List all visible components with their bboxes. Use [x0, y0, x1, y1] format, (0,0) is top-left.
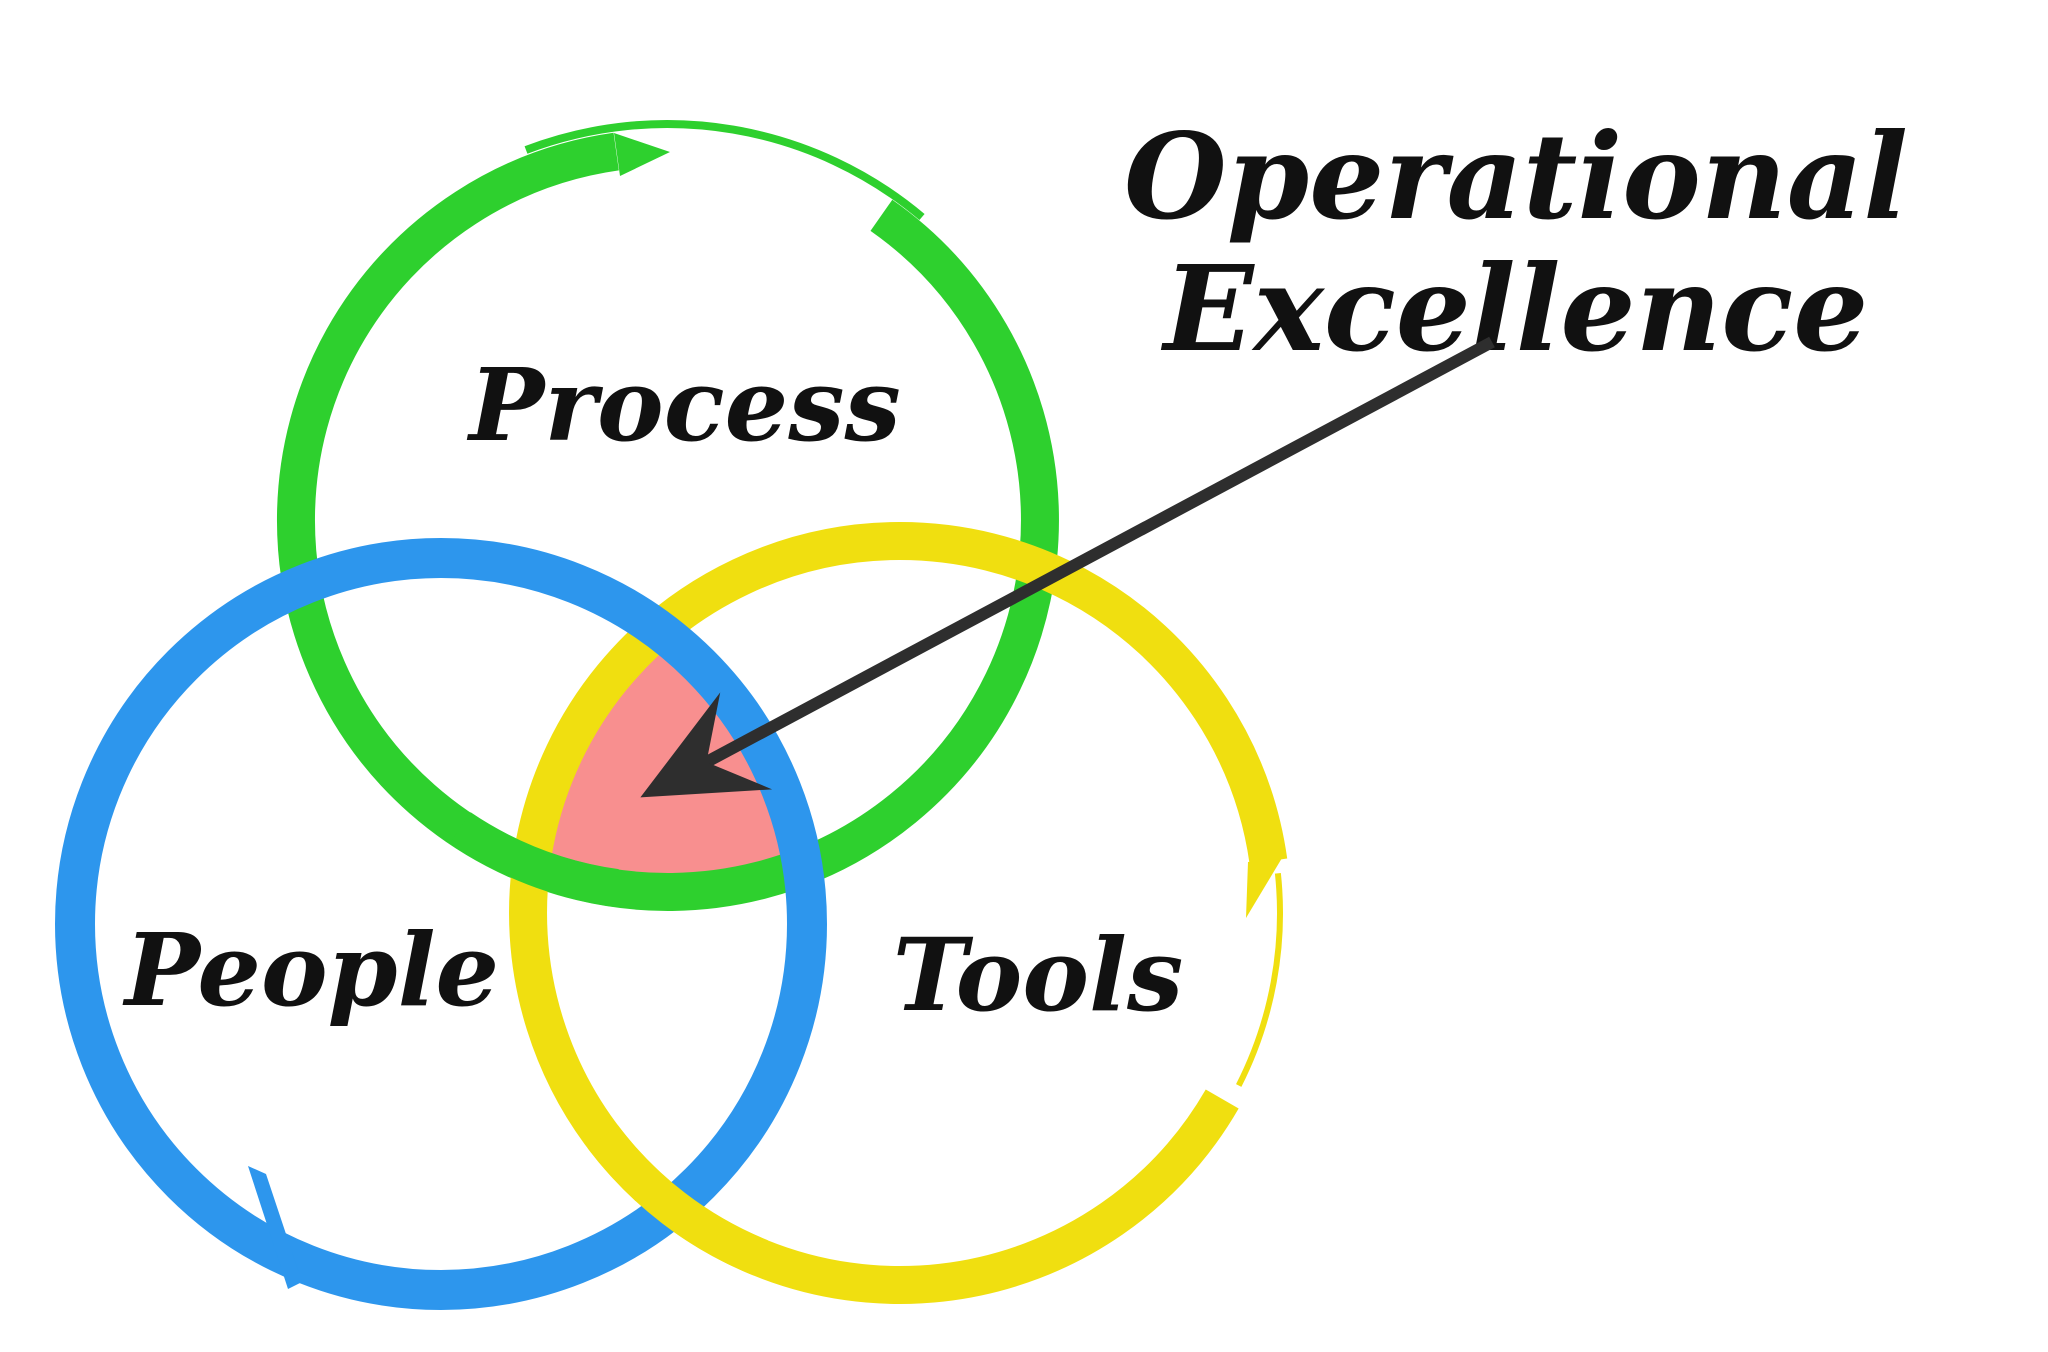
process-over-tools-overlap-segment: [449, 812, 619, 907]
tools-label: Tools: [893, 916, 1184, 1034]
tools-circle: [509, 522, 1288, 1304]
tools-circle-brush-flick: [1246, 858, 1282, 918]
process-label: Process: [466, 346, 901, 464]
title-line-2: Excellence: [1161, 239, 1869, 378]
title-line-1: Operational: [1124, 107, 1908, 246]
title-to-intersection-arrow: [640, 336, 1495, 798]
tools-over-people-overlap-segment: [587, 1125, 768, 1276]
people-circle-brush-flick: [248, 1166, 302, 1289]
process-circle-brush-flick: [614, 133, 670, 176]
process-circle-brush-tail: [524, 120, 925, 221]
people-circle: [55, 538, 827, 1310]
people-label: People: [122, 911, 499, 1029]
tools-circle-brush-tail: [1236, 872, 1283, 1087]
